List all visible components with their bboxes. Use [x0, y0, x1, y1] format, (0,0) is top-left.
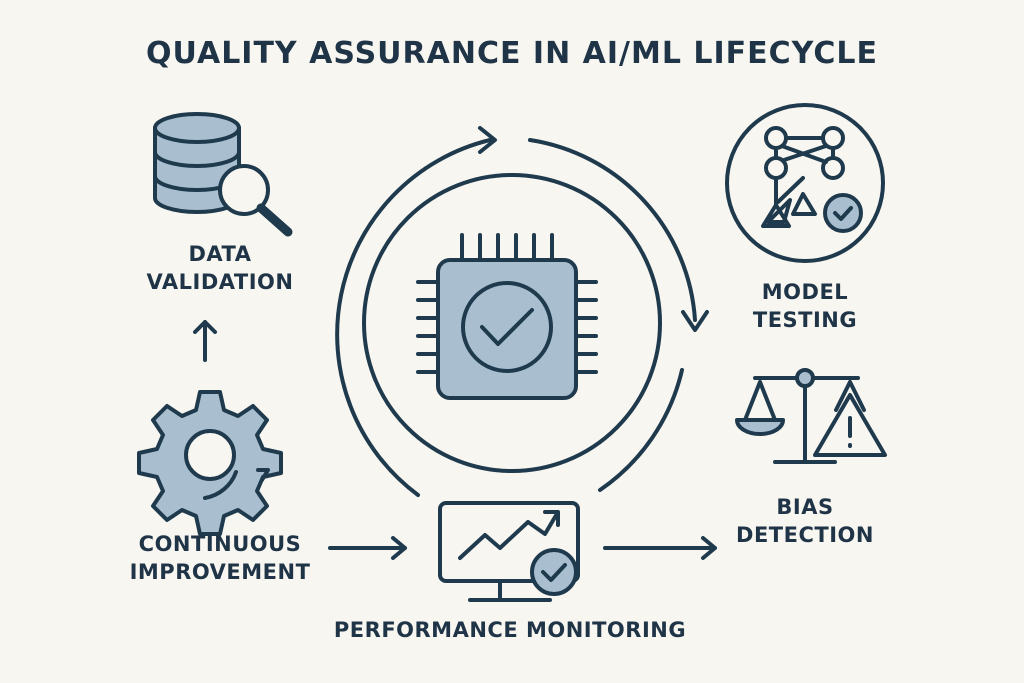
stage-bias-detection: BIAS DETECTION: [725, 493, 885, 549]
model-network-icon: [725, 103, 885, 263]
stage-performance-monitoring: PERFORMANCE MONITORING: [333, 618, 687, 642]
stage-label: DETECTION: [736, 523, 874, 547]
stage-label: MODEL: [761, 280, 849, 304]
up-arrow-icon: [193, 320, 217, 362]
gear-refresh-icon: [137, 390, 283, 536]
scales-warning-icon: [735, 368, 887, 464]
stage-model-testing: MODEL TESTING: [730, 278, 880, 334]
stage-label: TESTING: [752, 308, 858, 332]
stage-label: BIAS: [776, 495, 834, 519]
right-arrow-icon-2: [603, 536, 717, 560]
monitor-chart-icon: [438, 501, 580, 602]
diagram-title: QUALITY ASSURANCE IN AI/ML LIFECYCLE: [146, 36, 878, 71]
stage-label: DATA: [188, 242, 252, 266]
stage-label: CONTINUOUS: [138, 532, 302, 556]
stage-continuous-improvement: CONTINUOUS IMPROVEMENT: [110, 530, 330, 586]
inner-circle: [362, 173, 662, 473]
stage-label: VALIDATION: [146, 270, 294, 294]
stage-label: IMPROVEMENT: [129, 560, 311, 584]
cycle-arrows: [335, 126, 709, 497]
right-arrow-icon: [328, 536, 407, 560]
chip-check-icon: [416, 233, 598, 400]
database-search-icon: [153, 112, 293, 237]
stage-data-validation: DATA VALIDATION: [130, 240, 310, 296]
